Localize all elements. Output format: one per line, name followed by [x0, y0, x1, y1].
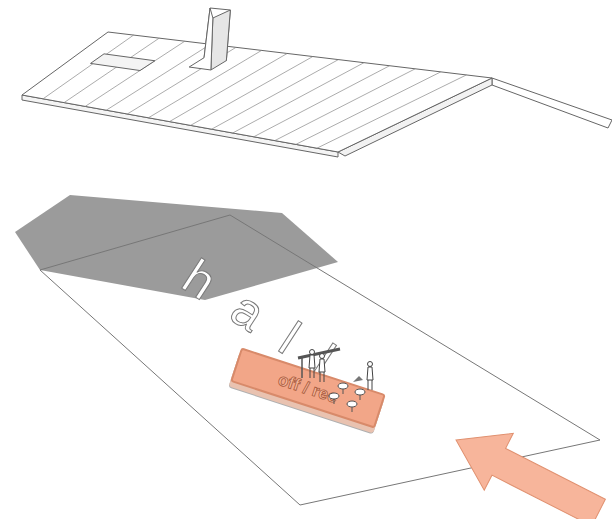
roof-seam — [106, 44, 210, 110]
room-name: hall — [174, 251, 367, 401]
cafe-table — [355, 389, 365, 400]
roof-seam — [191, 57, 313, 126]
person-figure — [309, 350, 315, 379]
roof-seam — [296, 72, 441, 145]
person-head — [368, 362, 373, 367]
chimney-side — [204, 8, 230, 61]
person-figure — [319, 354, 325, 383]
floor-edge — [40, 215, 600, 505]
roof-shadow — [15, 195, 338, 300]
roof-seam — [127, 47, 236, 114]
cafe-table — [329, 393, 339, 404]
roof-seam — [212, 60, 339, 130]
person-body — [309, 355, 315, 378]
roof-seam — [233, 63, 364, 133]
table-leg — [334, 399, 335, 404]
pergola-beam — [298, 349, 340, 358]
roof-seam — [85, 41, 185, 106]
pergola-post — [301, 358, 303, 378]
floor-plane: halloff / rec — [38, 212, 604, 508]
walking-figure — [353, 376, 363, 382]
chimney-front — [211, 10, 230, 70]
roof-eave-edge — [22, 95, 338, 157]
cafe-table — [347, 401, 357, 412]
person-head — [310, 350, 315, 355]
roof-seam — [317, 75, 466, 148]
entrance-arrow — [441, 411, 612, 519]
room-label: off / rec — [232, 350, 383, 428]
roof-seam — [148, 50, 261, 117]
roof-back-slope — [492, 78, 612, 128]
table-leg — [360, 395, 361, 400]
roof-gable — [338, 78, 492, 156]
roof-seam — [275, 69, 415, 141]
skylight — [91, 54, 155, 71]
table-top — [355, 389, 365, 395]
roof-seam — [254, 66, 390, 137]
person-body — [367, 367, 373, 390]
table-top — [338, 383, 348, 389]
person-head — [320, 354, 325, 359]
chimney-face — [189, 8, 213, 70]
floor-outline — [38, 212, 604, 508]
table-leg — [343, 389, 344, 394]
table-top — [329, 393, 339, 399]
person-figure — [367, 362, 373, 391]
roof-seam — [169, 53, 287, 121]
room-slab: off / rec — [230, 347, 386, 428]
table-leg — [352, 407, 353, 412]
roof-seam — [64, 38, 159, 102]
cafe-table — [338, 383, 348, 394]
person-body — [319, 359, 325, 382]
roof-seam — [43, 35, 134, 99]
table-top — [347, 401, 357, 407]
roof-front-slope — [22, 32, 492, 152]
